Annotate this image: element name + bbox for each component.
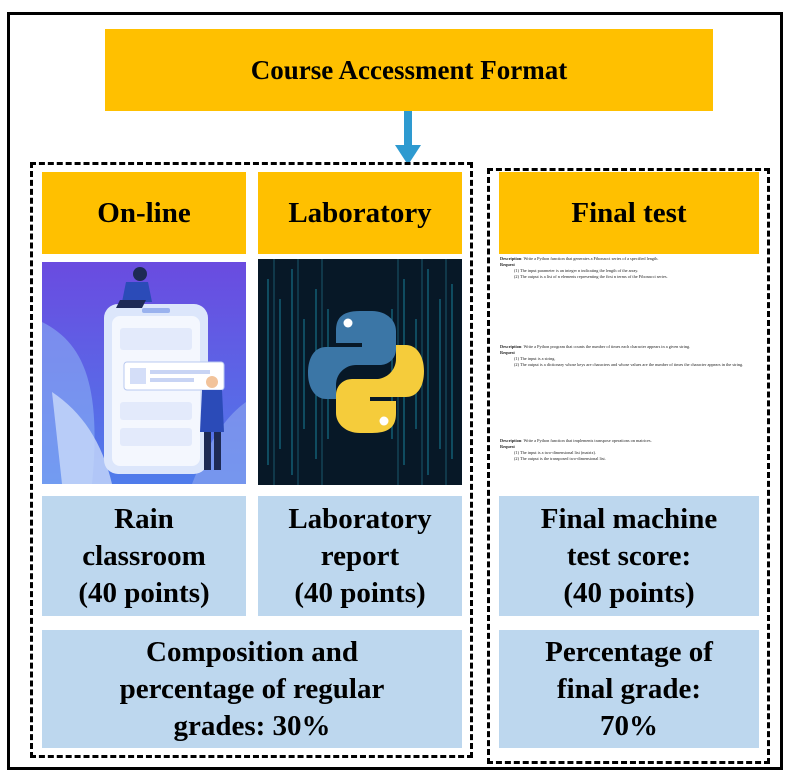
laboratory-score-box: Laboratory report (40 points) bbox=[258, 496, 462, 616]
final-test-header: Final test bbox=[499, 172, 759, 254]
question-1: Description: Write a Python function tha… bbox=[500, 256, 668, 279]
final-test-group bbox=[487, 168, 770, 764]
final-grade-summary: Percentage of final grade: 70% bbox=[499, 630, 759, 748]
regular-grades-group bbox=[30, 162, 473, 758]
phone-classroom-illustration bbox=[42, 262, 246, 484]
online-score-box: Rain classroom (40 points) bbox=[42, 496, 246, 616]
final-score-box: Final machine test score: (40 points) bbox=[499, 496, 759, 616]
online-header: On-line bbox=[42, 172, 246, 254]
question-3: Description: Write a Python function tha… bbox=[500, 438, 652, 461]
laboratory-header: Laboratory bbox=[258, 172, 462, 254]
outer-frame bbox=[7, 12, 783, 770]
python-logo bbox=[258, 259, 462, 485]
question-2: Description: Write a Python program that… bbox=[500, 344, 744, 367]
regular-grades-summary: Composition and percentage of regular gr… bbox=[42, 630, 462, 748]
down-arrow-icon bbox=[395, 111, 421, 165]
diagram-title: Course Accessment Format bbox=[105, 29, 713, 111]
final-test-questions: Description: Write a Python function tha… bbox=[498, 256, 760, 486]
